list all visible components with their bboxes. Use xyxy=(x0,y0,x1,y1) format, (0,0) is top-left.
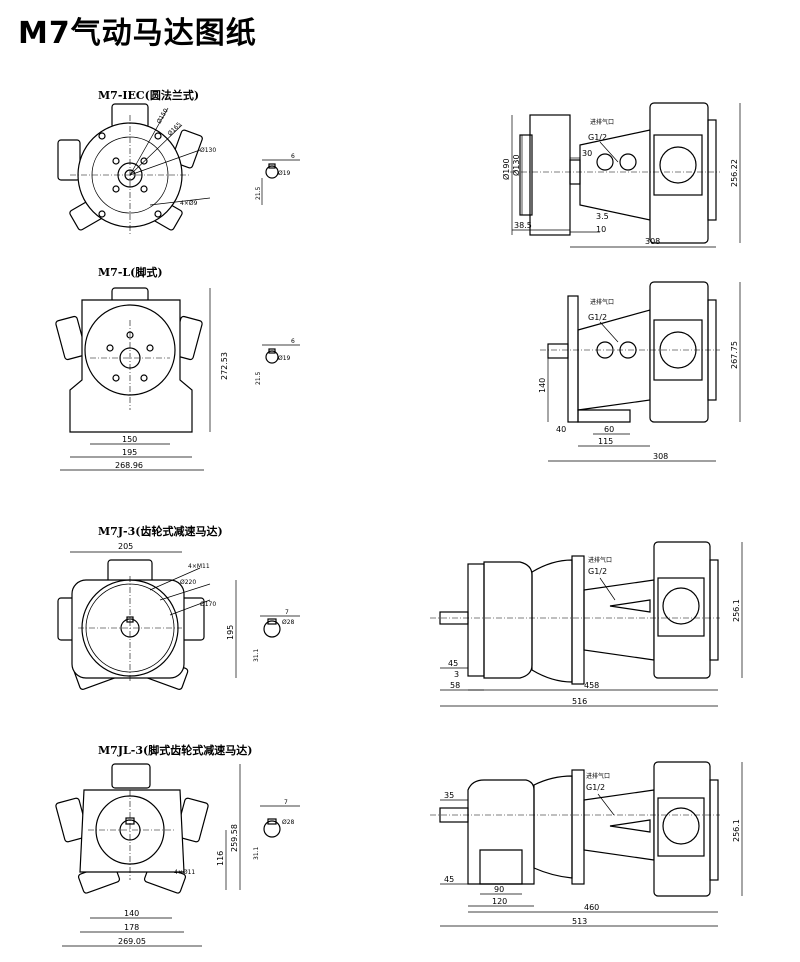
dim-foot-shaft: Ø19 xyxy=(278,355,291,362)
dim-gearfoot-256: 256.1 xyxy=(732,819,741,842)
dim-iec-308: 308 xyxy=(645,237,660,246)
view-iec-front: M7-IEC(圆法兰式) Ø150 Ø165 Ø130 4×Ø9 xyxy=(57,88,300,235)
dim-foot-308: 308 xyxy=(653,452,668,461)
dim-gear-516: 516 xyxy=(572,697,587,706)
dim-foot-268: 268.96 xyxy=(115,461,143,470)
dim-foot-267: 267.75 xyxy=(730,341,739,369)
page-title: M7气动马达图纸 xyxy=(18,16,257,51)
dim-gear-m11: 4×M11 xyxy=(188,563,210,570)
view-gear-foot-side: 进排气口 G1/2 35 45 90 120 460 513 256.1 xyxy=(430,761,743,927)
dim-gearfoot-90: 90 xyxy=(494,885,504,894)
dim-iec-130b: Ø130 xyxy=(511,154,521,176)
dim-gear-311: 31.1 xyxy=(253,648,260,662)
dim-gear-220: Ø220 xyxy=(180,579,196,586)
view-gear-front: M7J-3(齿轮式减速马达) 205 4×M11 Ø220 Ø170 195 7 xyxy=(57,524,300,690)
gearfoot-port-note: 进排气口 xyxy=(586,772,610,780)
dim-foot-40: 40 xyxy=(556,425,566,434)
dim-iec-130: Ø130 xyxy=(200,147,216,154)
dim-gearfoot-460: 460 xyxy=(584,903,599,912)
dim-gearfoot-120: 120 xyxy=(492,897,507,906)
dim-gearfoot-259: 259.58 xyxy=(230,824,239,852)
view-gear-foot-front: M7JL-3(脚式齿轮式减速马达) 4×Ø11 140 178 269.05 1… xyxy=(55,743,300,947)
dim-iec-256: 256.22 xyxy=(730,159,739,187)
dim-iec-190: Ø190 xyxy=(501,158,511,180)
dim-foot-140: 140 xyxy=(538,378,547,393)
dim-iec-key: 6 xyxy=(291,153,295,160)
view-gear-foot-title: M7JL-3(脚式齿轮式减速马达) xyxy=(98,743,252,757)
dim-gear-key: 7 xyxy=(285,609,289,616)
dim-iec-holes: 4×Ø9 xyxy=(180,200,198,207)
dim-iec-10: 10 xyxy=(596,225,606,234)
view-gear-title: M7J-3(齿轮式减速马达) xyxy=(98,524,223,538)
gear-port-note: 进排气口 xyxy=(588,556,612,564)
dim-gearfoot-35: 35 xyxy=(444,791,454,800)
dim-gear-256: 256.1 xyxy=(732,599,741,622)
gearfoot-port: G1/2 xyxy=(586,783,605,792)
view-gear-side: 进排气口 G1/2 45 3 58 458 516 256.1 xyxy=(430,541,743,707)
dim-gearfoot-140: 140 xyxy=(124,909,139,918)
dim-foot-60: 60 xyxy=(604,425,614,434)
iec-port-note: 进排气口 xyxy=(590,118,614,126)
dim-gear-58: 58 xyxy=(450,681,460,690)
dim-foot-key: 6 xyxy=(291,338,295,345)
dim-iec-150: Ø150 xyxy=(156,107,170,125)
dim-gearfoot-311: 31.1 xyxy=(253,846,260,860)
dim-gearfoot-shaft: Ø28 xyxy=(282,819,295,826)
dim-foot-150: 150 xyxy=(122,435,137,444)
dim-gear-195: 195 xyxy=(226,625,235,640)
view-iec-side: 进排气口 G1/2 Ø190 Ø130 30 3.5 10 38.5 308 2… xyxy=(501,102,741,248)
dim-gear-170: Ø170 xyxy=(200,601,216,608)
dim-foot-272: 272.53 xyxy=(220,352,229,380)
dim-gearfoot-178: 178 xyxy=(124,923,139,932)
foot-port: G1/2 xyxy=(588,313,607,322)
dim-iec-215: 21.5 xyxy=(255,186,262,200)
dim-foot-115: 115 xyxy=(598,437,613,446)
view-foot-side: 进排气口 G1/2 140 40 60 115 308 267.75 xyxy=(538,281,741,462)
view-iec-title: M7-IEC(圆法兰式) xyxy=(98,88,199,102)
dim-iec-30: 30 xyxy=(582,149,592,158)
dim-foot-195: 195 xyxy=(122,448,137,457)
dim-gear-205: 205 xyxy=(118,542,133,551)
foot-port-note: 进排气口 xyxy=(590,298,614,306)
dim-gearfoot-key: 7 xyxy=(284,799,288,806)
dim-iec-385: 38.5 xyxy=(514,221,532,230)
dim-gear-458: 458 xyxy=(584,681,599,690)
dim-gearfoot-holes: 4×Ø11 xyxy=(174,869,195,876)
dim-gearfoot-269: 269.05 xyxy=(118,937,146,946)
dim-iec-35: 3.5 xyxy=(596,212,609,221)
dim-gearfoot-513: 513 xyxy=(572,917,587,926)
dim-gearfoot-45: 45 xyxy=(444,875,454,884)
dim-gearfoot-116: 116 xyxy=(216,851,225,866)
dim-foot-215: 21.5 xyxy=(255,371,262,385)
gear-port: G1/2 xyxy=(588,567,607,576)
dim-gear-45: 45 xyxy=(448,659,458,668)
iec-port: G1/2 xyxy=(588,133,607,142)
dim-gear-shaft: Ø28 xyxy=(282,619,295,626)
view-foot-title: M7-L(脚式) xyxy=(98,265,163,279)
dim-gear-3: 3 xyxy=(454,670,459,679)
view-foot-front: M7-L(脚式) 150 195 268.96 272.53 6 Ø19 21. xyxy=(55,265,300,471)
dim-iec-shaft: Ø19 xyxy=(278,170,291,177)
